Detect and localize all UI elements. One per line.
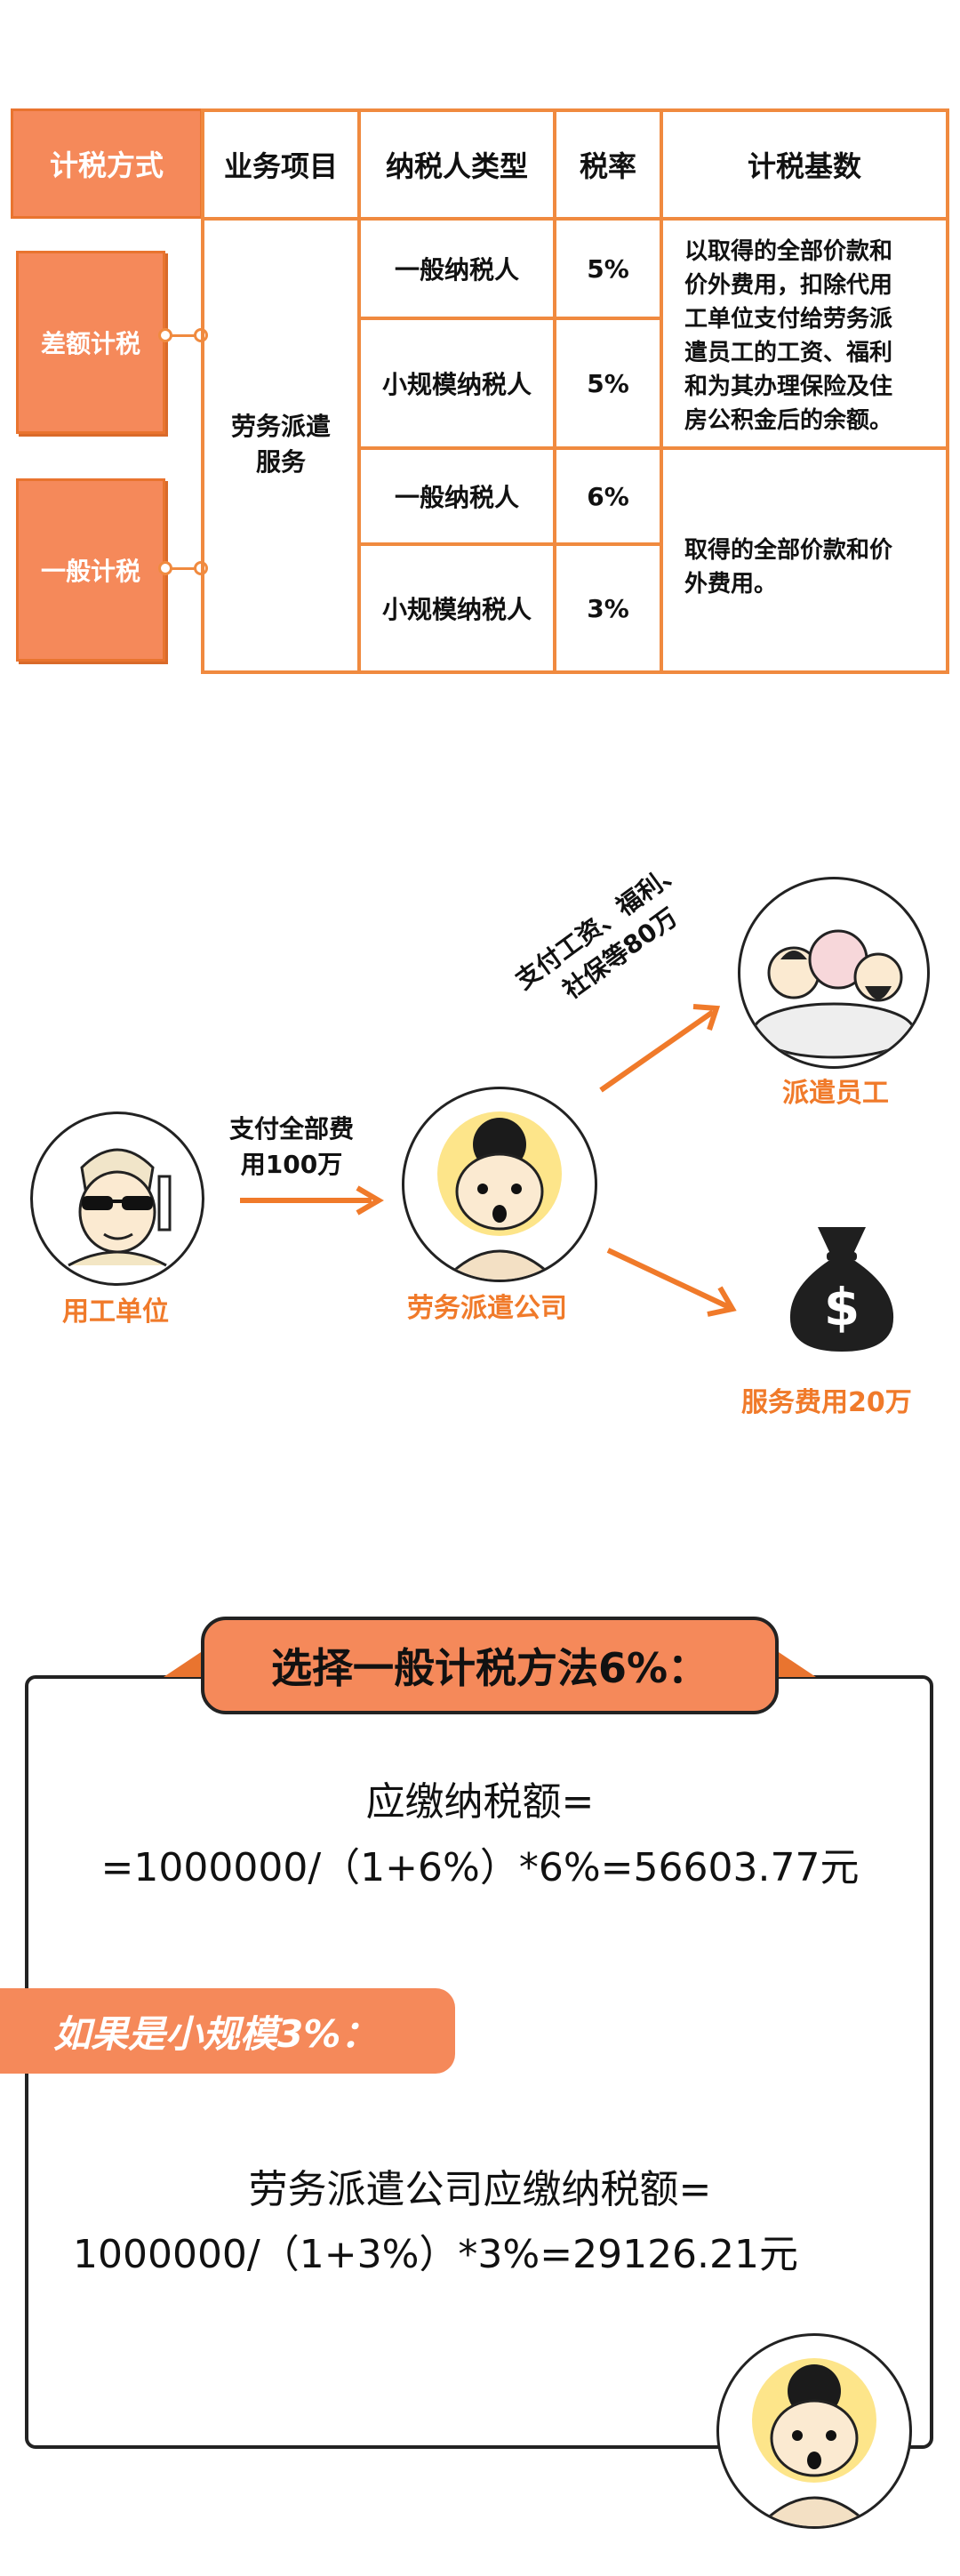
company-illustration [402, 1087, 597, 1282]
tax-table: 计税方式 差额计税 一般计税 业务项目 纳税人类型 税率 计税基数 劳务派遣服务… [0, 0, 960, 685]
row-3-type: 一般纳税人 [394, 483, 519, 512]
formula-line-2: =1000000/（1+6%）*6%=56603.77元 [100, 1845, 860, 1890]
header-method: 计税方式 [11, 108, 203, 219]
employer-label: 用工单位 [62, 1296, 169, 1328]
table-border-top [203, 108, 949, 112]
row-4-rate: 3% [587, 593, 629, 623]
connector-general [165, 567, 204, 570]
money-bag-icon: $ [789, 1227, 894, 1352]
formula-line-1: 应缴纳税额= [365, 1779, 595, 1825]
arrow-employer-to-company [240, 1185, 384, 1216]
table-col-line [553, 108, 556, 674]
tax-base-general: 取得的全部价款和价外费用。 [684, 537, 893, 598]
header-taxpayer-type: 纳税人类型 [385, 149, 528, 183]
method-diff-box: 差额计税 [16, 251, 165, 434]
mascot-illustration [716, 2333, 912, 2529]
service-name: 劳务派遣服务 [230, 412, 331, 477]
row-2-type: 小规模纳税人 [381, 370, 532, 399]
staff-label: 派遣员工 [782, 1078, 889, 1109]
connector-dot [158, 561, 172, 575]
service-fee-label: 服务费用20万 [741, 1387, 912, 1418]
staff-illustration [738, 877, 930, 1069]
table-col-line [946, 108, 949, 674]
formula-line-4: 1000000/（1+3%）*3%=29126.21元 [72, 2232, 799, 2277]
row-divider [359, 542, 661, 546]
method-general-box: 一般计税 [16, 478, 165, 662]
row-3-rate: 6% [587, 481, 629, 511]
header-rate: 税率 [579, 149, 636, 183]
flow-diagram: 用工单位 支付全部费用100万 劳务派遣公司 支付工资、福利、社保等80万 [0, 854, 960, 1423]
row-4-type: 小规模纳税人 [381, 595, 532, 624]
header-project: 业务项目 [223, 149, 338, 183]
small-scale-banner: 如果是小规模3%： [0, 1988, 455, 2074]
table-border-bottom [203, 670, 949, 674]
arrow-company-to-staff [599, 1004, 721, 1093]
row-divider [359, 446, 949, 450]
arrow-company-to-service [606, 1248, 737, 1317]
tax-base-diff: 以取得的全部价款和价外费用，扣除代用工单位支付给劳务派 遣员工的工资、福利和为其… [684, 238, 893, 434]
table-col-line [660, 108, 663, 674]
table-header-divider [203, 217, 949, 221]
row-2-rate: 5% [587, 368, 629, 398]
employer-illustration [30, 1111, 204, 1286]
svg-text:$: $ [824, 1277, 860, 1337]
row-divider [359, 317, 661, 320]
table-col-line [357, 108, 361, 674]
header-tax-base: 计税基数 [747, 149, 861, 183]
row-1-type: 一般纳税人 [394, 255, 519, 285]
company-label: 劳务派遣公司 [407, 1293, 567, 1324]
general-method-banner: 选择一般计税方法6%： [201, 1617, 779, 1714]
pay-all-label: 支付全部费用100万 [229, 1114, 355, 1179]
connector-dot [158, 328, 172, 342]
row-1-rate: 5% [587, 253, 629, 284]
connector-diff [165, 334, 204, 337]
formula-line-3: 劳务派遣公司应缴纳税额= [248, 2167, 712, 2212]
table-col-line [201, 108, 204, 674]
